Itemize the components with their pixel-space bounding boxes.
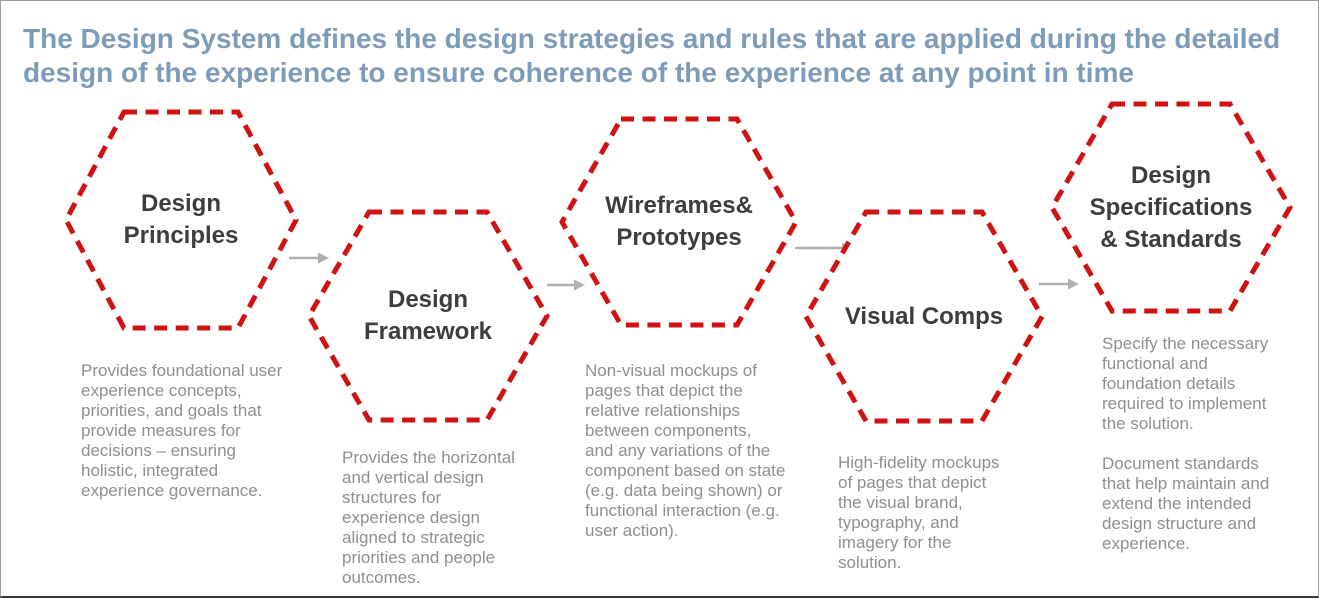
stage-design-specifications-standards: Design Specifications & Standards	[1049, 101, 1293, 314]
stage-description: Non-visual mockups of pages that depict …	[585, 361, 786, 540]
stage-description: Provides foundational user experience co…	[81, 361, 283, 500]
stage-description: High-fidelity mockups of pages that depi…	[838, 453, 1000, 572]
flow-arrow-icon	[547, 279, 585, 291]
stage-design-principles: Design Principles	[63, 109, 299, 331]
stage-design-framework: Design Framework	[306, 209, 550, 423]
stage-label: Design Specifications & Standards	[1089, 161, 1253, 253]
hexagon-icon	[803, 209, 1045, 424]
flow-arrow-icon	[289, 252, 329, 264]
stage-label: Wireframes& Prototypes	[605, 192, 753, 251]
stage-visual-comps: Visual Comps	[803, 209, 1045, 424]
flow-arrow-icon	[1039, 278, 1079, 290]
hexagon-icon	[306, 209, 550, 423]
stage-label: Design Framework	[363, 286, 493, 345]
hexagon-icon	[559, 116, 799, 328]
stage-description: Provides the horizontal and vertical des…	[342, 448, 515, 587]
hexagon-icon	[1049, 101, 1293, 314]
stage-label: Visual Comps	[844, 302, 1004, 330]
slide-title: The Design System defines the design str…	[23, 23, 1281, 88]
stage-label: Design Principles	[123, 190, 239, 249]
hexagon-icon	[63, 109, 299, 331]
stage-description: Specify the necessary functional and fou…	[1102, 334, 1270, 553]
stage-wireframes-prototypes: Wireframes& Prototypes	[559, 116, 799, 328]
